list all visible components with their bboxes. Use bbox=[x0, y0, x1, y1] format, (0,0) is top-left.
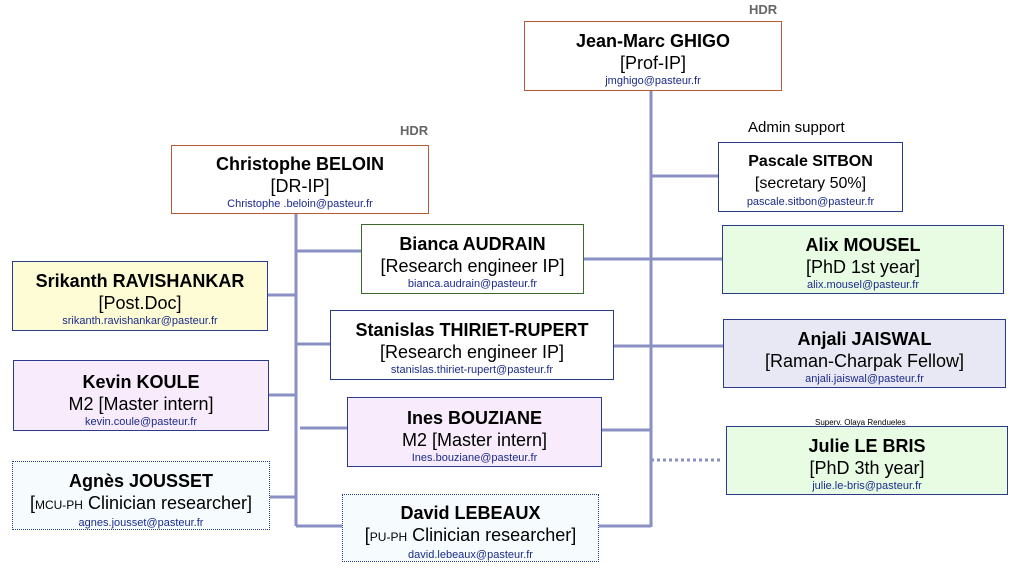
person-card-le-bris: Julie LE BRIS [PhD 3th year] julie.le-br… bbox=[726, 426, 1008, 495]
person-card-thiriet-rupert: Stanislas THIRIET-RUPERT [Research engin… bbox=[330, 310, 614, 380]
person-role: [PU-PH Clinician researcher] bbox=[364, 525, 577, 545]
person-name: Kevin KOULE bbox=[82, 372, 200, 392]
person-card-jousset: Agnès JOUSSET [MCU-PH Clinician research… bbox=[12, 461, 270, 530]
person-name: David LEBEAUX bbox=[400, 503, 541, 523]
person-card-lebeaux: David LEBEAUX [PU-PH Clinician researche… bbox=[342, 494, 599, 562]
person-name: Christophe BELOIN bbox=[215, 154, 384, 174]
person-email: pascale.sitbon@pasteur.fr bbox=[746, 196, 875, 208]
person-name: Stanislas THIRIET-RUPERT bbox=[355, 320, 589, 340]
person-card-ghigo: Jean-Marc GHIGO [Prof-IP] jmghigo@pasteu… bbox=[524, 21, 782, 91]
person-role: [MCU-PH Clinician researcher] bbox=[29, 493, 253, 513]
person-email: agnes.jousset@pasteur.fr bbox=[78, 517, 204, 529]
person-card-sitbon: Pascale SITBON [secretary 50%] pascale.s… bbox=[718, 142, 903, 212]
person-role: [PhD 3th year] bbox=[809, 458, 925, 478]
person-role: [Raman-Charpak Fellow] bbox=[764, 351, 965, 371]
person-role: [Research engineer IP] bbox=[380, 256, 565, 276]
person-name: Anjali JAISWAL bbox=[797, 329, 932, 349]
person-email: kevin.coule@pasteur.fr bbox=[84, 416, 198, 428]
person-email: alix.mousel@pasteur.fr bbox=[806, 279, 920, 291]
hdr-label-beloin: HDR bbox=[400, 123, 429, 138]
person-card-beloin: Christophe BELOIN [DR-IP] Christophe .be… bbox=[171, 145, 429, 214]
person-email: srikanth.ravishankar@pasteur.fr bbox=[62, 315, 218, 327]
person-role: M2 [Master intern] bbox=[401, 430, 548, 450]
person-card-koule: Kevin KOULE M2 [Master intern] kevin.cou… bbox=[13, 360, 269, 431]
person-name: Bianca AUDRAIN bbox=[399, 234, 546, 254]
person-email: stanislas.thiriet-rupert@pasteur.fr bbox=[390, 364, 554, 376]
person-email: Ines.bouziane@pasteur.fr bbox=[411, 452, 538, 464]
person-email: jmghigo@pasteur.fr bbox=[605, 75, 701, 87]
person-role: [Prof-IP] bbox=[619, 53, 686, 73]
person-role: [PhD 1st year] bbox=[805, 257, 921, 277]
person-card-bouziane: Ines BOUZIANE M2 [Master intern] Ines.bo… bbox=[347, 397, 602, 467]
person-name: Jean-Marc GHIGO bbox=[575, 31, 731, 51]
person-email: bianca.audrain@pasteur.fr bbox=[407, 278, 538, 290]
person-card-ravishankar: Srikanth RAVISHANKAR [Post.Doc] srikanth… bbox=[12, 261, 268, 331]
person-email: david.lebeaux@pasteur.fr bbox=[408, 549, 533, 561]
person-email: julie.le-bris@pasteur.fr bbox=[812, 480, 922, 492]
admin-support-label: Admin support bbox=[748, 119, 845, 136]
person-name: Julie LE BRIS bbox=[808, 436, 926, 456]
supervisor-note: Superv. Olaya Rendueles bbox=[815, 418, 906, 427]
person-email: anjali.jaiswal@pasteur.fr bbox=[805, 373, 924, 385]
person-role: [DR-IP] bbox=[270, 176, 330, 196]
person-role: [Post.Doc] bbox=[98, 293, 182, 313]
person-name: Pascale SITBON bbox=[748, 153, 873, 170]
person-name: Agnès JOUSSET bbox=[68, 471, 214, 491]
person-card-audrain: Bianca AUDRAIN [Research engineer IP] bi… bbox=[361, 224, 584, 294]
person-card-jaiswal: Anjali JAISWAL [Raman-Charpak Fellow] an… bbox=[723, 319, 1006, 388]
person-name: Ines BOUZIANE bbox=[406, 408, 543, 428]
person-role: M2 [Master intern] bbox=[68, 394, 214, 414]
person-name: Srikanth RAVISHANKAR bbox=[35, 271, 245, 291]
person-email: Christophe .beloin@pasteur.fr bbox=[227, 198, 373, 210]
person-card-mousel: Alix MOUSEL [PhD 1st year] alix.mousel@p… bbox=[722, 225, 1004, 294]
person-role: [secretary 50%] bbox=[754, 175, 867, 192]
person-name: Alix MOUSEL bbox=[805, 235, 921, 255]
person-role: [Research engineer IP] bbox=[379, 342, 565, 362]
hdr-label-ghigo: HDR bbox=[749, 2, 778, 17]
